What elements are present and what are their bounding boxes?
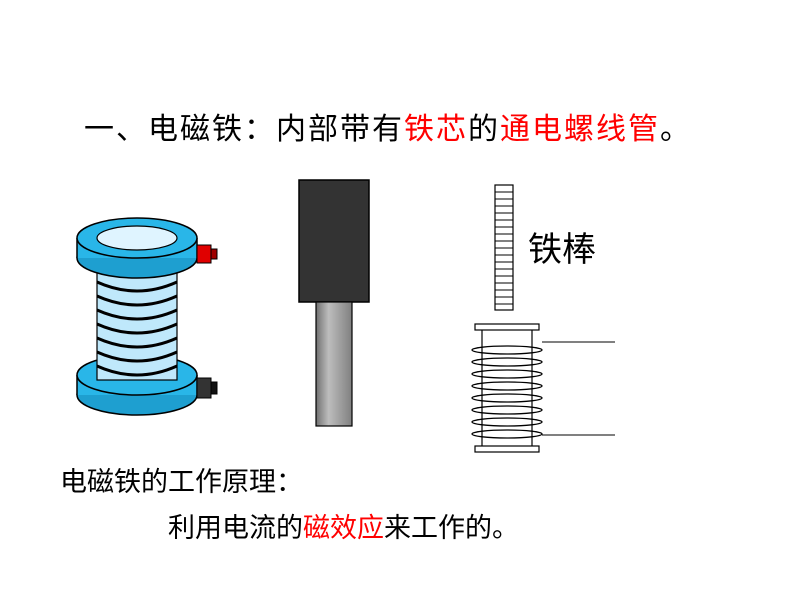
principle-suffix: 来工作的。 [384,513,519,544]
principle-highlight-magnetic-effect: 磁效应 [303,513,384,544]
title-suffix: 。 [660,112,692,147]
principle-sentence: 利用电流的磁效应来工作的。 [168,506,519,545]
title-middle: 的 [468,112,500,147]
page-title: 一、电磁铁：内部带有铁芯的通电螺线管。 [84,104,692,148]
iron-rod-label: 铁棒 [528,230,596,270]
title-highlight-iron-core: 铁芯 [404,112,468,147]
solenoid-with-rod-figure [471,184,615,453]
principle-label: 电磁铁的工作原理： [60,467,303,498]
title-prefix: 一、电磁铁：内部带有 [84,112,404,147]
iron-core-figure [298,179,370,427]
principle-prefix: 利用电流的 [168,513,303,544]
spool-electromagnet-figure [76,217,218,416]
title-highlight-solenoid: 通电螺线管 [500,112,660,147]
